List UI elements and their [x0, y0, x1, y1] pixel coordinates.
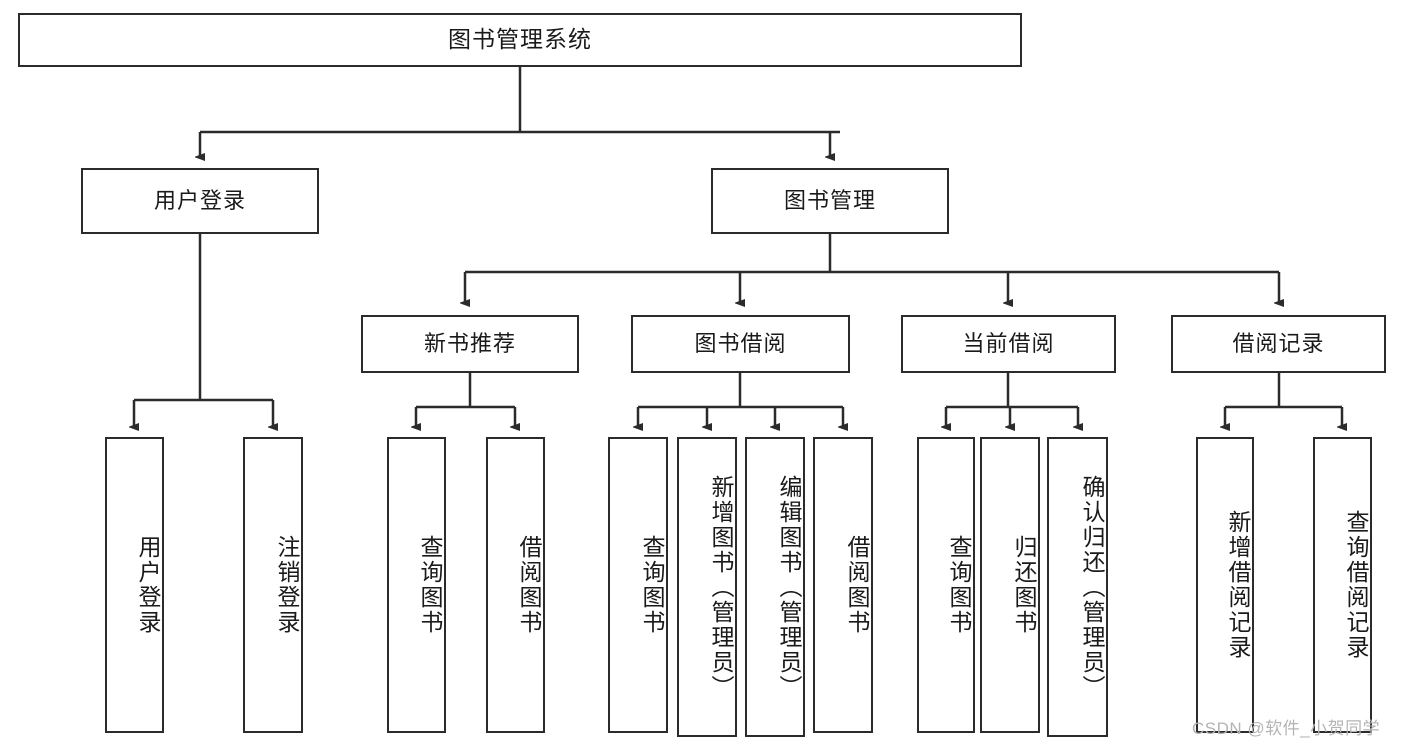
- leaf-user-login[interactable]: 用户登录: [105, 437, 164, 733]
- node-new-book-recommend[interactable]: 新书推荐: [361, 315, 579, 373]
- node-new-book-recommend-label: 新书推荐: [423, 330, 516, 356]
- leaf-borrow-book[interactable]: 借阅图书: [813, 437, 873, 733]
- leaf-user-login-label: 用户登录: [135, 535, 161, 635]
- leaf-user-logout[interactable]: 注销登录: [243, 437, 303, 733]
- leaf-query-borrow-record-label: 查询借阅记录: [1343, 510, 1369, 660]
- node-root-label: 图书管理系统: [448, 26, 592, 53]
- node-book-borrow-label: 图书借阅: [694, 330, 787, 356]
- leaf-borrow-book-recommend-label: 借阅图书: [516, 535, 542, 635]
- node-borrow-records[interactable]: 借阅记录: [1171, 315, 1386, 373]
- leaf-edit-book-admin[interactable]: 编辑图书（管理员）: [745, 437, 805, 737]
- leaf-borrow-book-label: 借阅图书: [844, 535, 870, 635]
- leaf-user-logout-label: 注销登录: [274, 535, 300, 635]
- leaf-add-book-admin[interactable]: 新增图书（管理员）: [677, 437, 737, 737]
- leaf-return-book-label: 归还图书: [1011, 535, 1037, 635]
- node-borrow-records-label: 借阅记录: [1232, 330, 1325, 356]
- leaf-query-book-recommend-label: 查询图书: [417, 535, 443, 635]
- leaf-edit-book-admin-label: 编辑图书（管理员）: [776, 474, 802, 700]
- leaf-add-borrow-record-label: 新增借阅记录: [1225, 510, 1251, 660]
- leaf-borrow-book-recommend[interactable]: 借阅图书: [486, 437, 545, 733]
- leaf-query-book-current-label: 查询图书: [946, 535, 972, 635]
- watermark: CSDN @软件_小贺同学: [1192, 719, 1381, 738]
- leaf-query-borrow-record[interactable]: 查询借阅记录: [1313, 437, 1372, 733]
- leaf-query-book-label: 查询图书: [639, 535, 665, 635]
- node-current-borrow[interactable]: 当前借阅: [901, 315, 1116, 373]
- node-root[interactable]: 图书管理系统: [18, 13, 1022, 67]
- leaf-return-book[interactable]: 归还图书: [980, 437, 1040, 733]
- leaf-confirm-return-admin-label: 确认归还（管理员）: [1079, 474, 1105, 700]
- node-book-management-label: 图书管理: [783, 187, 876, 213]
- node-current-borrow-label: 当前借阅: [962, 330, 1055, 356]
- node-book-management[interactable]: 图书管理: [711, 168, 949, 234]
- leaf-add-borrow-record[interactable]: 新增借阅记录: [1196, 437, 1254, 733]
- node-book-borrow[interactable]: 图书借阅: [631, 315, 850, 373]
- node-user-login-label: 用户登录: [153, 187, 246, 213]
- leaf-query-book[interactable]: 查询图书: [608, 437, 668, 733]
- leaf-query-book-recommend[interactable]: 查询图书: [387, 437, 446, 733]
- node-user-login[interactable]: 用户登录: [81, 168, 319, 234]
- leaf-add-book-admin-label: 新增图书（管理员）: [708, 474, 734, 700]
- leaf-confirm-return-admin[interactable]: 确认归还（管理员）: [1047, 437, 1108, 737]
- leaf-query-book-current[interactable]: 查询图书: [917, 437, 975, 733]
